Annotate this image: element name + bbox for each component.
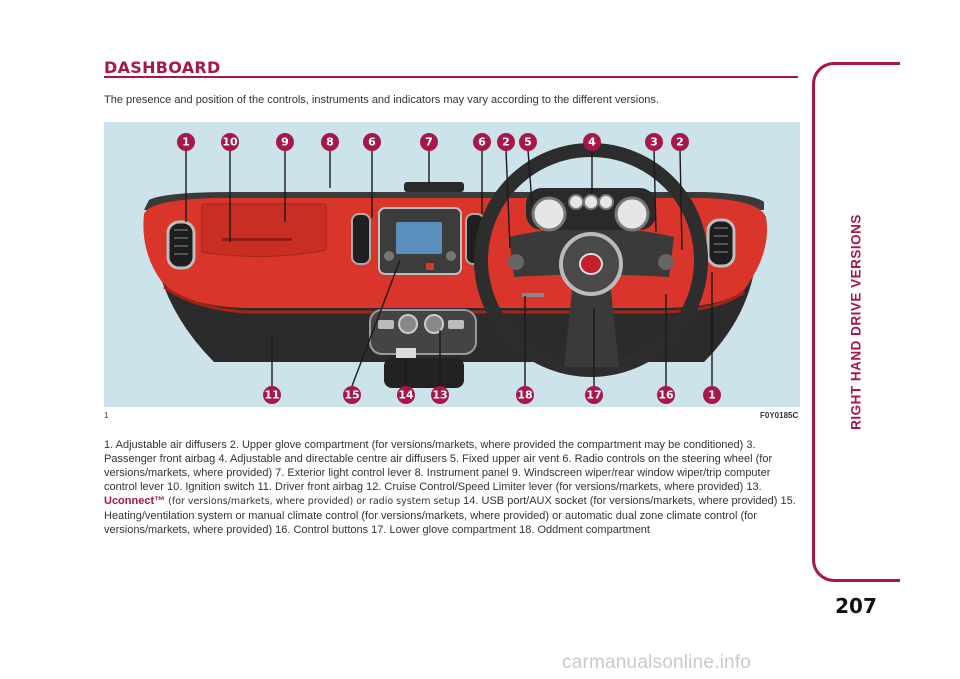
callout-11: 11 bbox=[263, 386, 281, 404]
callout-4: 4 bbox=[583, 133, 601, 151]
caption-text-2: 14. USB port/AUX socket (for versions/ma… bbox=[104, 495, 796, 536]
svg-text:1: 1 bbox=[708, 389, 716, 402]
callout-3: 3 bbox=[645, 133, 663, 151]
left-air-diffuser bbox=[166, 220, 196, 270]
watermark: carmanualsonline.info bbox=[562, 652, 752, 673]
centre-air-diffuser-left bbox=[351, 213, 371, 265]
callout-10: 10 bbox=[221, 133, 239, 151]
svg-text:3: 3 bbox=[650, 136, 658, 149]
svg-text:17: 17 bbox=[586, 389, 601, 402]
callout-6-right: 6 bbox=[473, 133, 491, 151]
cruise-control-lever bbox=[522, 293, 544, 297]
svg-text:8: 8 bbox=[326, 136, 334, 149]
svg-text:7: 7 bbox=[425, 136, 433, 149]
callout-5: 5 bbox=[519, 133, 537, 151]
figure-code: F0Y0185C bbox=[760, 411, 799, 420]
title-rule bbox=[104, 76, 798, 78]
svg-text:10: 10 bbox=[222, 136, 238, 149]
callout-17: 17 bbox=[585, 386, 603, 404]
callout-9: 9 bbox=[276, 133, 294, 151]
svg-text:14: 14 bbox=[398, 389, 414, 402]
callout-1-bottom: 1 bbox=[703, 386, 721, 404]
callout-18: 18 bbox=[516, 386, 534, 404]
uconnect-label: Uconnect™ bbox=[104, 495, 166, 507]
dashboard-illustration: 1 10 9 8 6 7 6 2 5 4 3 2 11 15 14 13 18 … bbox=[143, 133, 768, 404]
upper-glove-compartment bbox=[201, 203, 327, 258]
side-tab bbox=[812, 62, 900, 582]
svg-text:5: 5 bbox=[524, 136, 532, 149]
svg-text:2: 2 bbox=[502, 136, 510, 149]
leader-lines bbox=[185, 149, 713, 387]
callout-6-left: 6 bbox=[363, 133, 381, 151]
svg-text:1: 1 bbox=[182, 136, 190, 149]
svg-text:16: 16 bbox=[658, 389, 674, 402]
svg-text:6: 6 bbox=[478, 136, 486, 149]
steering-wheel bbox=[474, 143, 708, 377]
caption-text-1: 1. Adjustable air diffusers 2. Upper glo… bbox=[104, 439, 773, 493]
page-number: 207 bbox=[835, 594, 877, 618]
svg-text:13: 13 bbox=[432, 389, 447, 402]
svg-text:11: 11 bbox=[264, 389, 279, 402]
callout-14: 14 bbox=[397, 386, 415, 404]
callout-7: 7 bbox=[420, 133, 438, 151]
figure-caption: 1. Adjustable air diffusers 2. Upper glo… bbox=[104, 438, 804, 537]
svg-text:2: 2 bbox=[676, 136, 684, 149]
callout-2-left: 2 bbox=[497, 133, 515, 151]
right-air-diffuser bbox=[706, 218, 736, 268]
page-title: DASHBOARD bbox=[104, 58, 221, 77]
radio-unit bbox=[378, 207, 462, 275]
svg-text:18: 18 bbox=[517, 389, 532, 402]
callout-13: 13 bbox=[431, 386, 449, 404]
callout-15: 15 bbox=[343, 386, 361, 404]
side-label: RIGHT HAND DRIVE VERSIONS bbox=[848, 214, 864, 430]
figure-number: 1 bbox=[104, 411, 109, 420]
svg-text:15: 15 bbox=[344, 389, 359, 402]
callout-2-right: 2 bbox=[671, 133, 689, 151]
uconnect-note: (for versions/markets, where provided) o… bbox=[165, 496, 461, 507]
svg-text:9: 9 bbox=[281, 136, 289, 149]
svg-text:4: 4 bbox=[588, 136, 596, 149]
callout-16: 16 bbox=[657, 386, 675, 404]
intro-text: The presence and position of the control… bbox=[104, 94, 659, 106]
callout-1-top: 1 bbox=[177, 133, 195, 151]
lower-centre-console bbox=[369, 309, 477, 388]
svg-text:6: 6 bbox=[368, 136, 376, 149]
callout-8: 8 bbox=[321, 133, 339, 151]
instrument-cluster bbox=[526, 188, 656, 232]
centre-upper-vent bbox=[404, 182, 464, 192]
dashboard-figure: 1 10 9 8 6 7 6 2 5 4 3 2 11 15 14 13 18 … bbox=[104, 122, 800, 407]
